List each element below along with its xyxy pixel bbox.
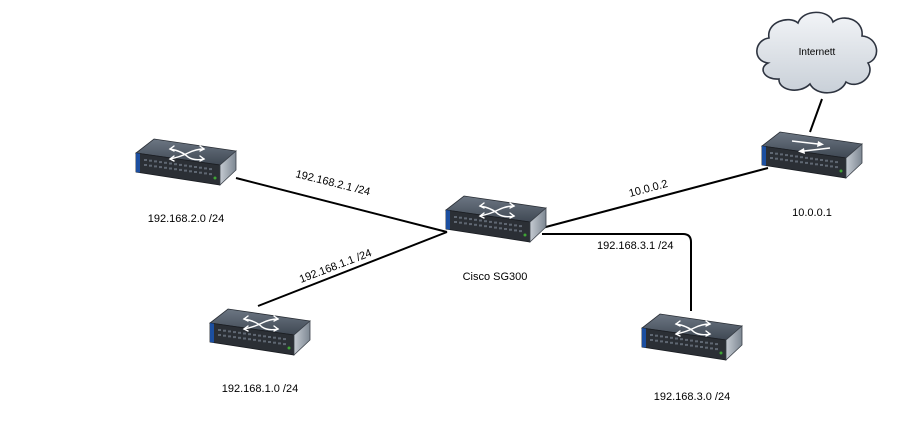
cloud-icon — [756, 11, 878, 94]
link-to-router — [541, 167, 769, 229]
link-to-192-168-1-0 — [257, 231, 448, 307]
link-to-192-168-2-0 — [235, 177, 448, 233]
link-router-to-cloud — [809, 98, 823, 133]
link-label-192-168-1-1: 192.168.1.1 /24 — [298, 247, 374, 286]
network-links — [235, 98, 823, 311]
switch-192-168-1-0-label: 192.168.1.0 /24 — [222, 383, 298, 395]
switch-192-168-1-0 — [209, 308, 311, 356]
router — [761, 131, 863, 179]
cloud-label: Internett — [799, 47, 836, 58]
link-to-192-168-3-0 — [542, 233, 692, 311]
switch-192-168-2-0 — [135, 138, 237, 186]
router-label: 10.0.0.1 — [792, 207, 832, 219]
switch-192-168-3-0 — [641, 313, 743, 361]
switch-192-168-3-0-label: 192.168.3.0 /24 — [654, 391, 730, 403]
switch-192-168-2-0-label: 192.168.2.0 /24 — [148, 213, 224, 225]
link-label-192-168-2-1: 192.168.2.1 /24 — [294, 168, 371, 198]
internet-cloud: Internett — [756, 11, 878, 94]
core-switch-label: Cisco SG300 — [463, 271, 528, 283]
link-label-192-168-3-1: 192.168.3.1 /24 — [597, 240, 673, 252]
core-switch — [445, 195, 547, 243]
